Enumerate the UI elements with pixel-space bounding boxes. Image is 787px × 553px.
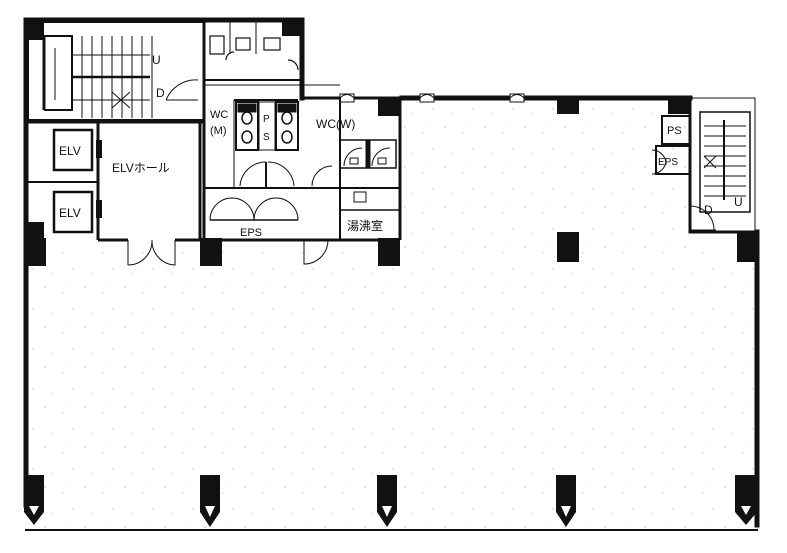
wc-men-fixtures [235,101,299,151]
stair-door [165,79,199,101]
right-stair-down-label: D [704,203,713,217]
wc-men-label-2: (M) [210,125,227,137]
left-stair-down-label: D [156,86,165,100]
right-stair-treads [704,125,746,197]
right-stair-arrow [703,155,717,169]
wc-women-label: WC(W) [316,117,355,131]
wc-men-label-1: WC [210,109,228,121]
right-stairwell [688,97,756,232]
left-stairwell [27,21,205,121]
top-fixtures [209,35,299,71]
eps-lower-door [303,239,329,265]
eps-center-doors [209,197,299,221]
office-floor-upper [402,98,690,253]
elv-1-label: ELV [59,144,81,158]
perimeter-columns [24,475,757,527]
right-shafts [651,115,691,175]
elevator-car-1 [52,128,94,172]
column-highlights [29,506,751,517]
ps-center-label-1: P [263,114,270,125]
right-stair-door [689,205,716,231]
service-core-walls [202,22,402,242]
kitchenette-label: 湯沸室 [347,218,383,233]
right-stair-up-label: U [734,195,743,209]
elv-hall-label: ELVホール [112,161,170,175]
left-stair-treads [81,36,153,118]
elv-hall-doors [127,239,176,266]
eps-center-label: EPS [240,227,262,239]
left-stair-up-label: U [152,53,161,67]
ps-center-label-2: S [263,132,270,143]
elevator-door-marks [96,140,102,218]
left-stair-arrow [110,91,138,109]
ps-right-label: PS [667,125,682,137]
wc-doors [239,161,333,188]
elv-2-label: ELV [59,206,81,220]
structural-columns [26,20,757,266]
kitchenette-fixtures [353,191,367,203]
wc-women-fixtures [339,139,397,169]
elevator-car-2 [52,190,94,234]
eps-right-label: EPS [658,157,678,168]
